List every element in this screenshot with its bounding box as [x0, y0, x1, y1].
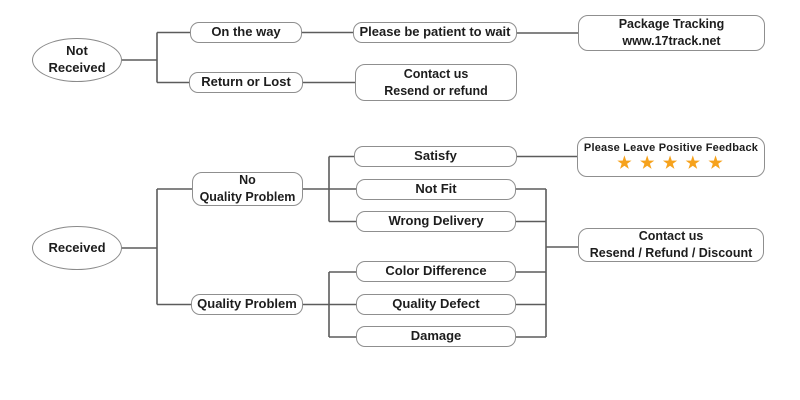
- node-return-or-lost: Return or Lost: [189, 72, 303, 93]
- node-label: Received: [48, 239, 106, 255]
- node-label: Resend / Refund / Discount: [589, 246, 753, 260]
- node-quality-defect: Quality Defect: [356, 294, 516, 315]
- node-label: Please be patient to wait: [359, 24, 511, 40]
- node-label: No: [239, 173, 256, 188]
- node-label: Please Leave Positive Feedback: [583, 141, 759, 154]
- node-received: Received: [32, 226, 122, 270]
- node-satisfy: Satisfy: [354, 146, 517, 167]
- node-label: Wrong Delivery: [388, 213, 484, 229]
- node-label: Quality Problem: [197, 296, 297, 312]
- node-contact-resend-refund: Contact us Resend or refund: [355, 64, 517, 101]
- node-label: Satisfy: [414, 148, 457, 164]
- node-package-tracking: Package Tracking www.17track.net: [578, 15, 765, 51]
- node-label: Quality Defect: [392, 296, 480, 312]
- node-wrong-delivery: Wrong Delivery: [356, 211, 516, 232]
- node-label: Color Difference: [385, 263, 487, 279]
- node-please-be-patient: Please be patient to wait: [353, 22, 517, 43]
- node-label: Quality Problem: [199, 190, 296, 204]
- node-no-quality-problem: No Quality Problem: [192, 172, 303, 206]
- node-not-received: Not Received: [32, 38, 122, 82]
- node-label: Contact us: [403, 66, 469, 81]
- five-star-rating-icon: ★ ★ ★ ★ ★: [617, 154, 725, 172]
- node-label: Not: [66, 43, 88, 59]
- node-label: Resend or refund: [384, 83, 488, 98]
- node-color-difference: Color Difference: [356, 261, 516, 282]
- node-label: On the way: [211, 24, 281, 40]
- node-damage: Damage: [356, 326, 516, 347]
- node-positive-feedback: Please Leave Positive Feedback ★ ★ ★ ★ ★: [577, 137, 765, 177]
- node-quality-problem: Quality Problem: [191, 294, 303, 315]
- tracking-url: www.17track.net: [622, 34, 721, 48]
- node-not-fit: Not Fit: [356, 179, 516, 200]
- node-label: Received: [48, 60, 106, 75]
- node-label: Not Fit: [415, 181, 457, 197]
- node-label: Package Tracking: [618, 17, 725, 32]
- node-contact-resend-refund-discount: Contact us Resend / Refund / Discount: [578, 228, 764, 262]
- node-label: Contact us: [638, 229, 704, 244]
- node-label: Damage: [410, 328, 462, 344]
- node-on-the-way: On the way: [190, 22, 302, 43]
- node-label: Return or Lost: [201, 74, 291, 90]
